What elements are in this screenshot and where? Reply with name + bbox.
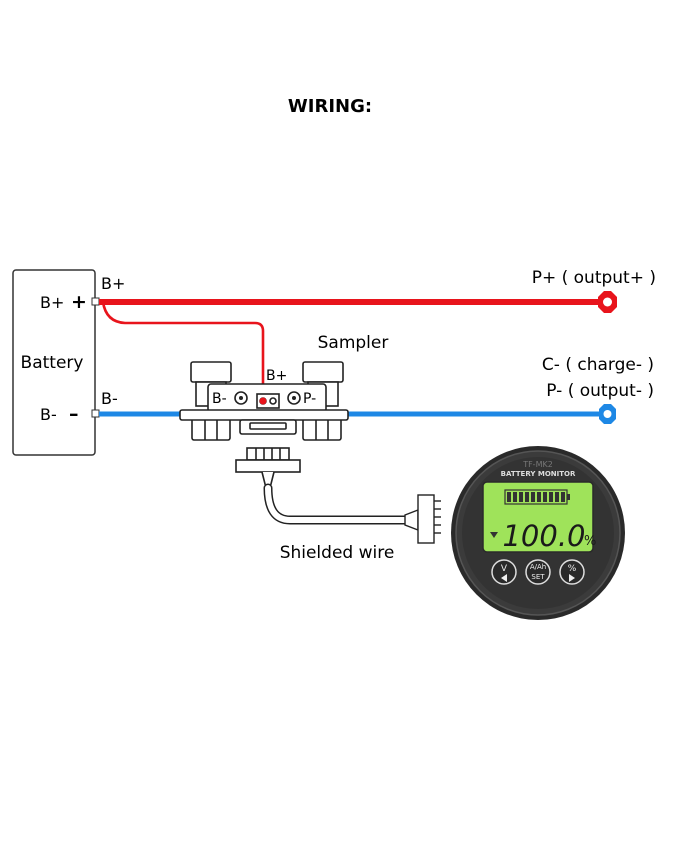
sampler-b-minus-label: B- [212,391,227,407]
shielded-wire-connector [404,494,441,544]
lcd-level-bar [507,492,511,502]
lcd-level-bar [549,492,553,502]
lcd-reading: 100.0 [502,519,585,553]
sampler-label: Sampler [318,333,389,353]
sampler [179,361,349,489]
lcd-level-bar [537,492,541,502]
c-minus-charge-label: C- ( charge- ) [542,355,654,375]
b-minus-wire-label: B- [101,389,118,408]
lcd-level-bar [519,492,523,502]
lcd-level-bar [555,492,559,502]
shielded-wire-label: Shielded wire [280,543,395,563]
aah-button-label: A/Ah [530,563,546,571]
positive-sense-wire [101,301,265,400]
monitor-percent-button[interactable]: % [559,559,585,585]
p-minus-terminal [599,404,616,424]
battery-box [12,269,96,456]
lcd-level-bar [513,492,517,502]
battery-pos-label: B+ [40,293,64,312]
lcd-level-bar [543,492,547,502]
monitor-header-text: BATTERY MONITOR [501,470,576,478]
lcd-level-bar [531,492,535,502]
p-minus-output-label: P- ( output- ) [546,381,654,401]
monitor-set-button[interactable]: A/Ah SET [525,559,551,585]
shielded-wire-inner [265,485,413,523]
left-arrow-icon [501,574,507,582]
battery-minus-symbol: – [69,403,79,425]
sampler-b-plus-label: B+ [266,368,287,384]
sampler-p-minus-label: P- [303,391,316,407]
lcd-battery-level-bars [507,492,565,502]
right-arrow-icon [569,574,575,582]
lcd-level-bar [525,492,529,502]
shielded-wire-outer [263,483,415,525]
v-button-label: V [501,564,508,574]
lcd-unit: % [584,534,596,549]
battery-plus-symbol: + [71,291,87,313]
monitor-model-text: TF-MK2 [522,460,553,469]
percent-button-label: % [568,564,577,574]
page-title: WIRING: [288,96,372,117]
battery-neg-terminal [91,409,100,418]
p-plus-terminal [598,291,617,313]
lcd-level-bar [561,492,565,502]
b-plus-wire-label: B+ [101,274,125,293]
battery-label: Battery [21,353,84,373]
set-button-label: SET [531,573,545,581]
p-plus-output-label: P+ ( output+ ) [532,268,656,288]
battery-pos-terminal [91,297,100,306]
monitor-v-button[interactable]: V [491,559,517,585]
battery-monitor: TF-MK2 BATTERY MONITOR 100.0 % V A/Ah SE… [451,446,625,620]
battery-neg-label: B- [40,405,57,424]
lcd-arrow-icon [490,532,498,538]
